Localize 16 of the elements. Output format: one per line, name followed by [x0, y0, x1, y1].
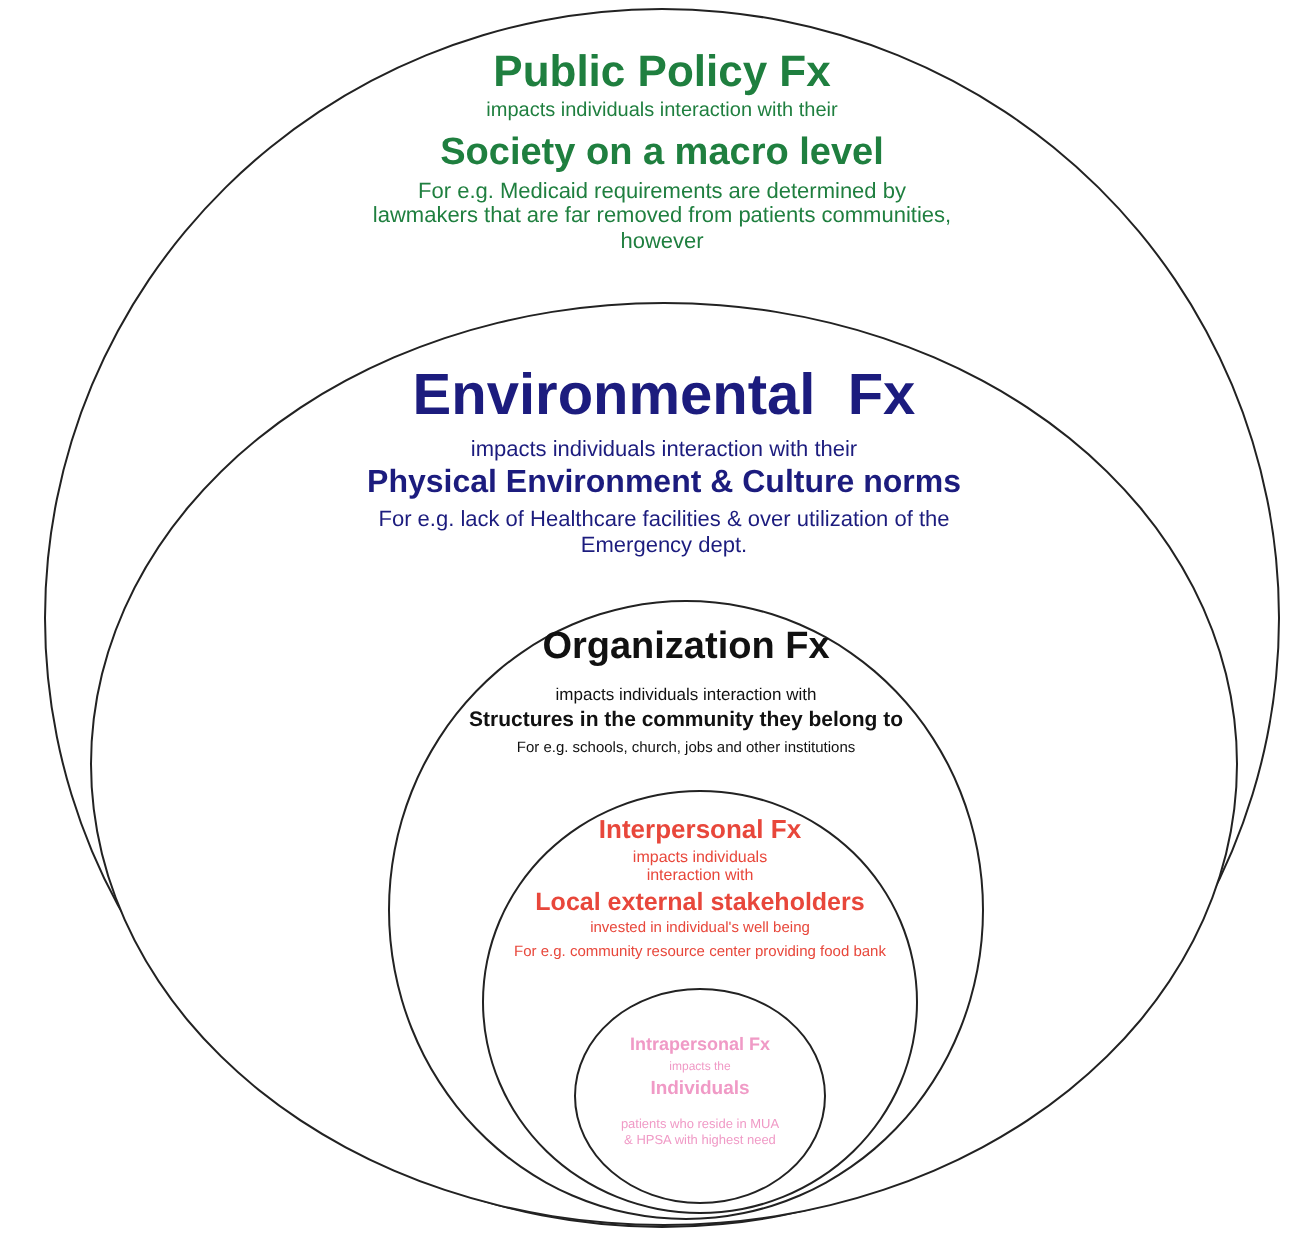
description-text: impacts individuals interaction with their [486, 100, 838, 124]
description-text: impacts individuals interaction with their [470, 438, 858, 464]
level-title: Public Policy Fx [493, 46, 831, 97]
focus-heading: Individuals [650, 1080, 750, 1103]
example-text: For e.g. Medicaid requirements are determined by lawmakers that are far removed from patients communities, however [372, 179, 952, 256]
level-title: Intrapersonal Fx [629, 1034, 771, 1055]
focus-heading: Structures in the community they belong to [468, 707, 904, 732]
focus-heading: Society on a macro level [440, 131, 884, 176]
level-title: Environmental Fx [412, 364, 916, 431]
example-text: For e.g. lack of Healthcare facilities & over utilization of the Emergency dept. [376, 508, 952, 560]
focus-heading: Local external stakeholders [535, 888, 865, 918]
focus-heading: Physical Environment & Culture norms [367, 465, 961, 503]
description-text: impacts individuals interaction with [555, 685, 817, 706]
level-title: Organization Fx [542, 626, 830, 670]
description-text: impacts individuals interaction with [630, 847, 770, 885]
level-title: Interpersonal Fx [598, 816, 802, 846]
